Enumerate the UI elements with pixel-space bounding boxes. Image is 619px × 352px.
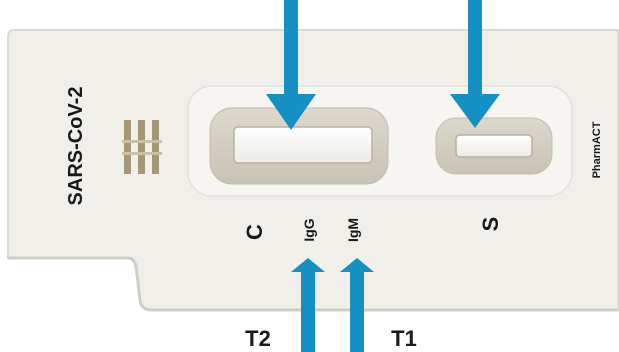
t1-label: T1 <box>391 326 417 351</box>
device-name-label: SARS-CoV-2 <box>65 87 87 206</box>
arrow-down-icon <box>266 0 316 130</box>
arrow-up-icon <box>340 258 374 352</box>
control-line-label: C <box>242 224 267 240</box>
sample-well <box>435 117 553 175</box>
result-window <box>209 107 389 185</box>
igm-line-label: IgM <box>345 218 361 242</box>
brand-label: PharmACT <box>591 121 603 178</box>
arrow-down-icon <box>450 0 500 128</box>
sample-well-label: S <box>478 217 503 232</box>
arrow-up-icon <box>291 258 325 352</box>
barcode-marks <box>122 120 162 174</box>
igg-line-label: IgG <box>301 218 317 241</box>
t2-label: T2 <box>245 326 271 351</box>
